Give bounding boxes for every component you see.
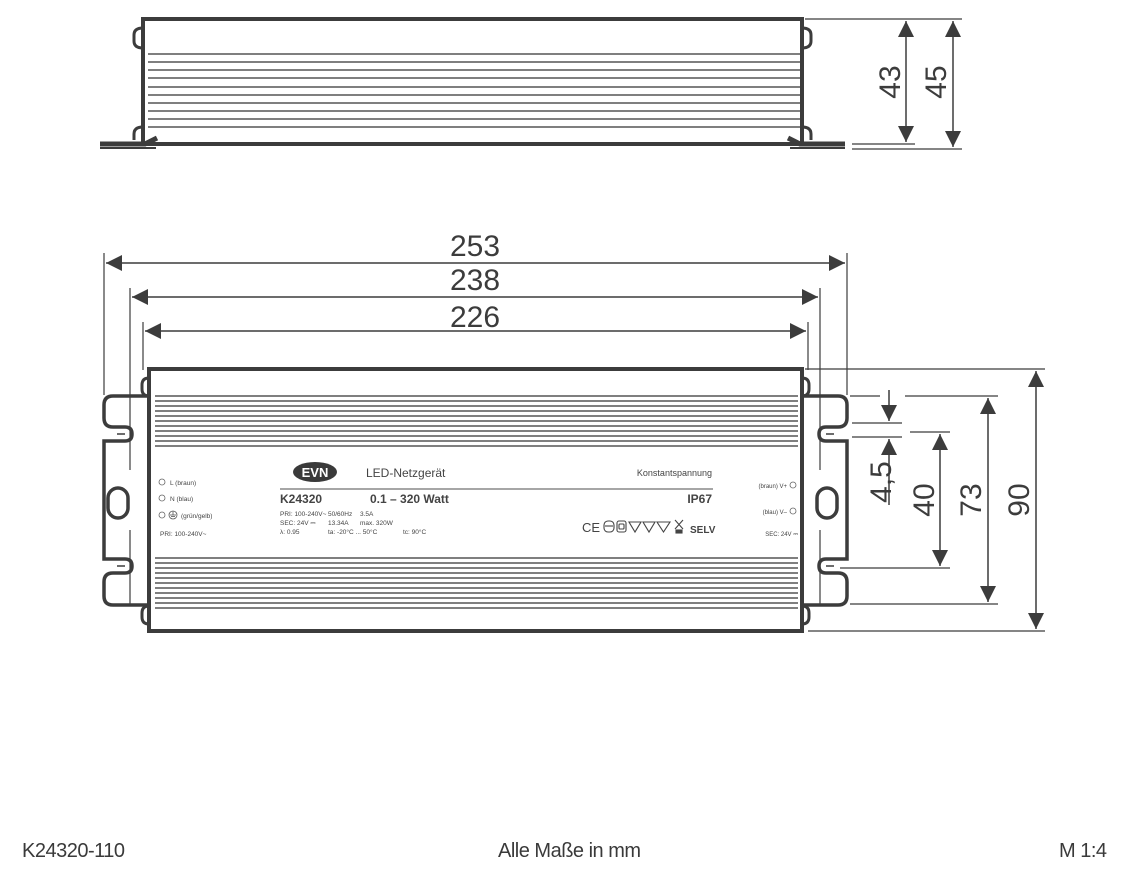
left-pri-text: PRI: 100-240V~ [160,531,207,538]
dim-height-inner: 43 [874,65,907,98]
svg-text:SEC: 24V ⎓: SEC: 24V ⎓ [280,520,316,527]
power-range: 0.1 – 320 Watt [370,492,449,506]
dim-slot-width: 4,5 [865,461,898,503]
dim-height-outer: 45 [920,65,953,98]
svg-text:EVN: EVN [302,465,329,480]
top-view [102,253,1045,633]
terminal-l: L (braun) [170,480,196,487]
dim-length-mount: 238 [450,264,500,297]
dim-width-total: 90 [1003,483,1036,516]
spec-table: PRI: 100-240V~ 50/60Hz 3.5A SEC: 24V ⎓ 1… [280,511,426,536]
part-number: K24320-110 [22,840,125,862]
svg-text:tc: 90°C: tc: 90°C [403,528,426,536]
left-terminal-list: L (braun) N (blau) (grün/gelb) PRI: 100-… [158,478,212,538]
mm-icon [628,521,642,534]
ground-icon [168,510,178,520]
transformer-icon [616,520,627,533]
certification-symbols: CE SELV [582,519,716,536]
product-subtitle: Konstantspannung [637,468,712,478]
svg-text:max. 320W: max. 320W [360,520,394,527]
ip-rating: IP67 [687,492,712,506]
dim-length-total: 253 [450,230,500,263]
svg-text:50/60Hz: 50/60Hz [328,511,352,518]
terminal-v-minus: (blau) V– [763,510,788,516]
terminal-n: N (blau) [170,496,193,503]
scale-label: M 1:4 [1059,840,1107,862]
svg-text:ta: -20°C ... 50°C: ta: -20°C ... 50°C [328,528,378,536]
temperature-triangle-icon [655,521,672,534]
dim-length-body: 226 [450,301,500,334]
class-ii-icon [603,520,615,533]
right-terminal-list: (braun) V+ (blau) V– SEC: 24V ⎓ [758,481,798,538]
svg-text:λ: 0.95: λ: 0.95 [280,529,300,536]
right-sec-text: SEC: 24V ⎓ [765,532,798,538]
model-number: K24320 [280,492,322,506]
units-note: Alle Maße in mm [498,840,641,862]
svg-text:PRI: 100-240V~: PRI: 100-240V~ [280,511,327,518]
evn-logo: EVN [293,462,337,482]
selv-text: SELV [690,525,716,536]
weee-bin-icon [674,519,684,534]
dim-mount-spacing: 40 [908,483,941,516]
svg-text:13.34A: 13.34A [328,520,349,527]
dim-bracket-height: 73 [955,483,988,516]
ce-mark-icon: CE [582,520,600,535]
mm-icon [642,521,656,534]
svg-text:3.5A: 3.5A [360,511,374,518]
side-view [100,17,962,150]
terminal-pe: (grün/gelb) [181,513,212,520]
terminal-v-plus: (braun) V+ [758,484,787,490]
product-title: LED-Netzgerät [366,466,446,480]
